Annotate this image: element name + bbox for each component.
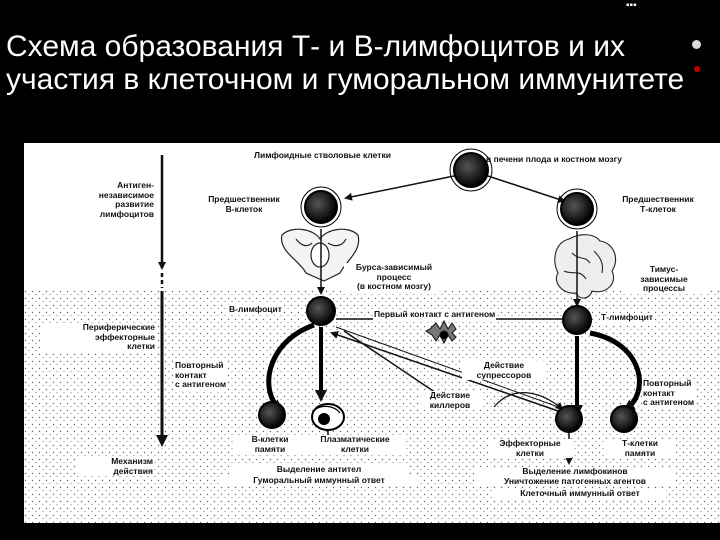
left-label-antigen-independent: Антиген- независимое развитие лимфоцитов <box>98 180 154 219</box>
antigen-burst-icon <box>425 319 457 345</box>
effector-output-arrow <box>493 392 564 411</box>
t-memory-label: Т-клетки памяти <box>604 438 676 458</box>
repeat-contact-right-label: Повторный контакт с антигеном <box>642 378 696 408</box>
humoral-response-label: Гуморальный иммунный ответ <box>220 475 418 486</box>
b-precursor-cell <box>304 190 338 224</box>
thymus-label: Тимус- зависимые процессы <box>622 264 706 294</box>
lymphocyte-diagram: Лимфоидные стволовые клетки в печени пло… <box>24 143 720 523</box>
cell-response-label: Клеточный иммунный ответ <box>494 488 666 499</box>
arrow-stem-to-t <box>487 175 566 203</box>
slide-title: Схема образования Т- и В-лимфоцитов и их… <box>6 30 685 96</box>
t-precursor-cell <box>560 192 594 226</box>
left-label-peripheral: Периферические эффекторные клетки <box>42 322 156 352</box>
plasma-label: Плазматические клетки <box>306 434 404 454</box>
first-contact-label: Первый контакт с антигеном <box>373 309 497 320</box>
plasma-cell <box>311 403 345 431</box>
top-location-label: в печени плода и костном мозгу <box>486 154 622 164</box>
bullet-grey-icon <box>692 40 701 49</box>
killer-label: Действие киллеров <box>418 390 482 410</box>
left-label-mechanism: Механизм действия <box>76 456 154 476</box>
t-lymphocyte-cell <box>562 305 592 335</box>
t-lymphocyte-label: Т-лимфоцит <box>600 312 654 323</box>
humoral-release-label: Выделение антител <box>230 464 408 475</box>
repeat-contact-left-label: Повторный контакт с антигеном <box>174 360 228 390</box>
b-memory-label: В-клетки памяти <box>234 434 306 454</box>
b-memory-cell <box>258 401 286 429</box>
b-lymphocyte-label: В-лимфоцит <box>228 304 283 315</box>
effector-cell <box>555 405 583 433</box>
t-memory-loop <box>589 330 642 412</box>
pelvis-drawing <box>281 228 360 282</box>
effector-label: Эффекторные клетки <box>488 438 572 458</box>
stem-cell <box>453 152 489 188</box>
bullet-red-icon <box>694 66 700 72</box>
corner-mark: ▪▪▪ <box>626 2 637 10</box>
b-lymphocyte-cell <box>306 296 336 326</box>
b-precursor-label: Предшественник В-клеток <box>208 194 280 214</box>
t-memory-cell <box>610 405 638 433</box>
arrow-stem-to-b <box>344 175 455 201</box>
cell-release-label: Выделение лимфокинов Уничтожение патоген… <box>476 466 674 486</box>
t-precursor-label: Предшественник Т-клеток <box>622 194 694 214</box>
suppressor-arrow <box>330 331 565 414</box>
suppressor-label: Действие супрессоров <box>462 360 546 380</box>
top-stem-label: Лимфоидные стволовые клетки <box>254 150 391 160</box>
bursa-label: Бурса-зависимый процесс (в костном мозгу… <box>344 262 444 292</box>
thymus-drawing <box>554 234 617 299</box>
